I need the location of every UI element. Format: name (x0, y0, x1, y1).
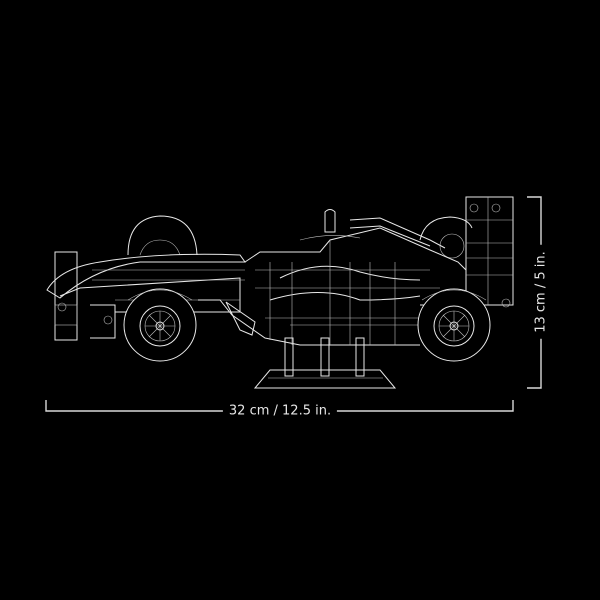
far-front-wheel (127, 215, 198, 256)
width-dimension-label: 32 cm / 12.5 in. (222, 403, 338, 419)
display-stand (253, 337, 397, 389)
rear-wheel (417, 288, 491, 362)
height-dimension-label: 13 cm / 5 in. (533, 245, 549, 339)
front-wheel (123, 288, 197, 362)
far-rear-wheel (419, 216, 473, 259)
